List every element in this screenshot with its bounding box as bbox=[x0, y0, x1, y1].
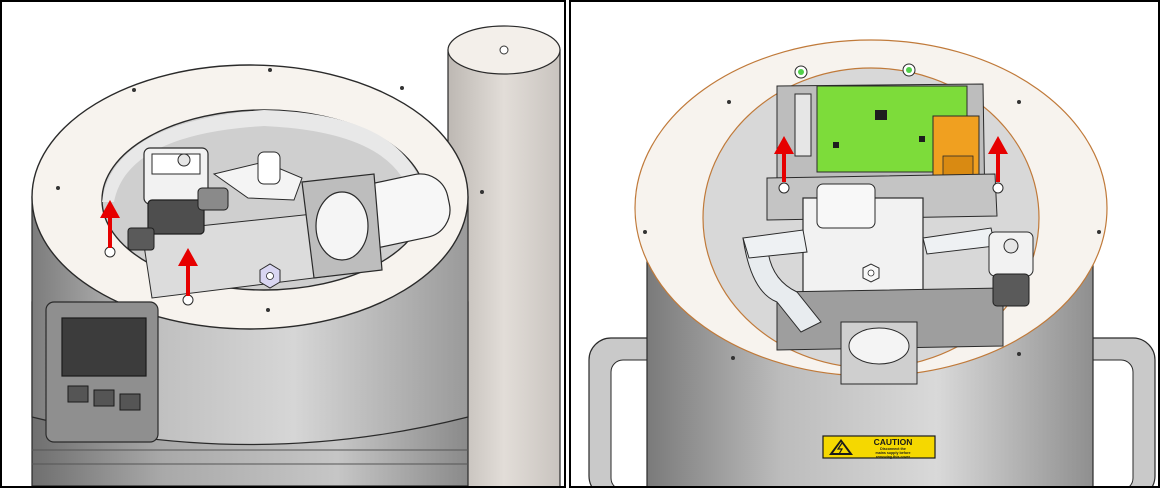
inner-assembly bbox=[102, 110, 451, 306]
caution-label: CAUTION Disconnect the mains supply befo… bbox=[822, 435, 936, 459]
screw-arrow-4 bbox=[988, 136, 1008, 182]
panel-button-2 bbox=[93, 389, 115, 407]
caution-line-1: Disconnect the bbox=[880, 447, 906, 451]
left-illustration bbox=[31, 25, 561, 486]
caution-title: CAUTION bbox=[874, 437, 913, 447]
panel-button-1 bbox=[67, 385, 89, 403]
screw-arrow-3 bbox=[774, 136, 794, 182]
inner-components bbox=[742, 63, 1034, 385]
caution-line-3: removing this cover bbox=[876, 455, 911, 459]
left-view-panel bbox=[0, 0, 566, 488]
control-panel bbox=[45, 301, 159, 443]
display-screen bbox=[61, 317, 147, 377]
electric-hazard-icon bbox=[829, 439, 853, 455]
screw-arrow-1 bbox=[100, 200, 120, 248]
right-view-panel: CAUTION Disconnect the mains supply befo… bbox=[569, 0, 1160, 488]
caution-line-2: mains supply before bbox=[876, 451, 911, 455]
screw-arrow-2 bbox=[178, 248, 198, 296]
right-illustration: CAUTION Disconnect the mains supply befo… bbox=[588, 39, 1156, 486]
panel-button-3 bbox=[119, 393, 141, 411]
